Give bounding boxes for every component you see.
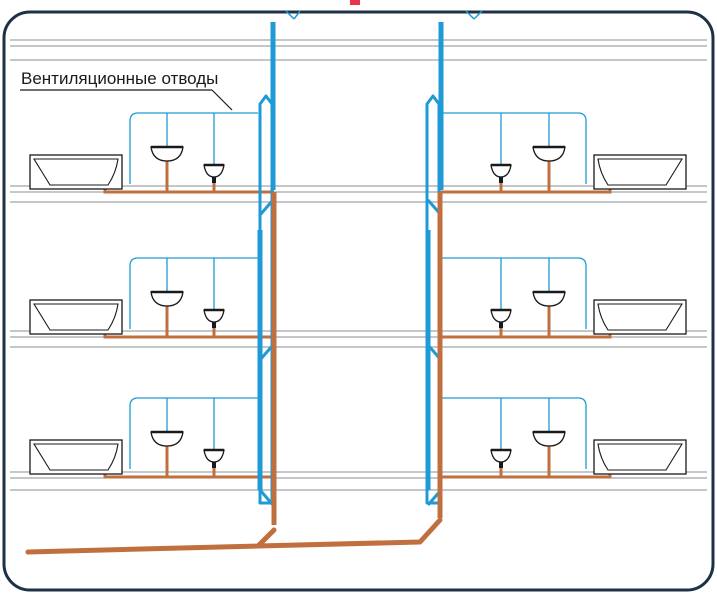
apartment-right-floor-2 <box>440 257 687 339</box>
washbasin-icon <box>532 146 566 162</box>
toilet-base <box>212 177 216 183</box>
vent-branch-left <box>129 112 258 184</box>
vent-branch-right <box>442 257 587 329</box>
washbasin-icon <box>532 291 566 307</box>
vent-branch-left <box>129 397 258 469</box>
apartment-left-floor-2 <box>29 257 274 339</box>
bathtub-icon <box>29 299 123 335</box>
bathtub-basin <box>33 158 119 186</box>
bathtub-icon <box>29 439 123 475</box>
toilet-base <box>499 322 503 328</box>
riser-left <box>257 22 277 525</box>
vent-label-leader <box>20 89 233 111</box>
bathtub-basin <box>33 303 119 331</box>
apartment-right-floor-1 <box>440 112 687 194</box>
toilet-base <box>212 322 216 328</box>
vent-crossover-left-1 <box>258 199 275 216</box>
bathtub-icon <box>593 299 687 335</box>
roof-vent-cap-left <box>285 10 301 20</box>
riser-right <box>425 22 444 518</box>
bathtub-icon <box>593 439 687 475</box>
washbasin-icon <box>532 431 566 447</box>
vent-crossover-left-3 <box>258 489 275 506</box>
roof-vent-cap-right <box>465 10 483 20</box>
vent-pipe-right <box>425 94 441 505</box>
bathtub-basin <box>597 158 683 186</box>
apartment-right-floor-3 <box>440 397 687 479</box>
bathtub-basin <box>597 443 683 471</box>
vent-branch-left <box>129 257 258 329</box>
vent-branch-right <box>442 112 587 184</box>
washbasin-icon <box>150 431 184 447</box>
apartment-left-floor-1 <box>29 112 274 194</box>
vent-branches-label: Вентиляционные отводы <box>21 69 219 88</box>
bathtub-icon <box>29 154 123 190</box>
toilet-base <box>499 177 503 183</box>
vent-branch-right <box>442 397 587 469</box>
diagram-frame <box>2 10 715 592</box>
toilet-base <box>212 462 216 468</box>
bathtub-basin <box>597 303 683 331</box>
bathtub-icon <box>593 154 687 190</box>
bathtub-basin <box>33 443 119 471</box>
collector-drain <box>25 517 443 555</box>
apartment-units <box>29 112 687 479</box>
washbasin-icon <box>150 146 184 162</box>
toilet-base <box>499 462 503 468</box>
apartment-left-floor-3 <box>29 397 274 479</box>
washbasin-icon <box>150 291 184 307</box>
top-accent-mark <box>350 0 360 5</box>
